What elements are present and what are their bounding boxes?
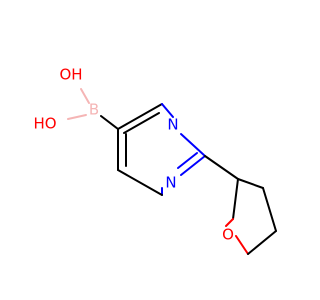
bond-c6-c5b <box>117 169 163 196</box>
bond-b-oh-upper <box>80 88 90 104</box>
atom-boron: B <box>89 101 99 119</box>
atom-oh-upper: OH <box>59 66 82 84</box>
bond-thf-o-bottom <box>235 235 249 255</box>
structure-diagram: OH HO B N N O <box>33 66 277 255</box>
bond-thf-c-o <box>232 178 239 220</box>
bond-c5-c4-double <box>123 112 160 134</box>
atom-oxygen-ring: O <box>222 226 234 244</box>
molecule-canvas: OH HO B N N O <box>33 65 277 255</box>
bond-c5-c4 <box>117 103 163 130</box>
bond-thf-o-left <box>225 218 234 227</box>
bond-thf-bottom-right <box>247 230 277 255</box>
bond-c2-n1 <box>180 155 206 176</box>
bond-b-c5 <box>100 115 119 130</box>
bond-n3-c2 <box>180 133 206 157</box>
bond-thf-right <box>262 187 277 232</box>
atom-nitrogen-bottom: N <box>165 174 176 192</box>
bond-c2-n1-double <box>177 152 198 169</box>
bond-c2-thf <box>204 155 239 180</box>
atom-ho-lower: HO <box>33 115 56 133</box>
atom-nitrogen-top: N <box>167 116 178 134</box>
bond-c4-n3 <box>161 103 174 118</box>
bond-b-oh-lower <box>67 114 87 120</box>
bond-thf-top <box>237 178 264 189</box>
